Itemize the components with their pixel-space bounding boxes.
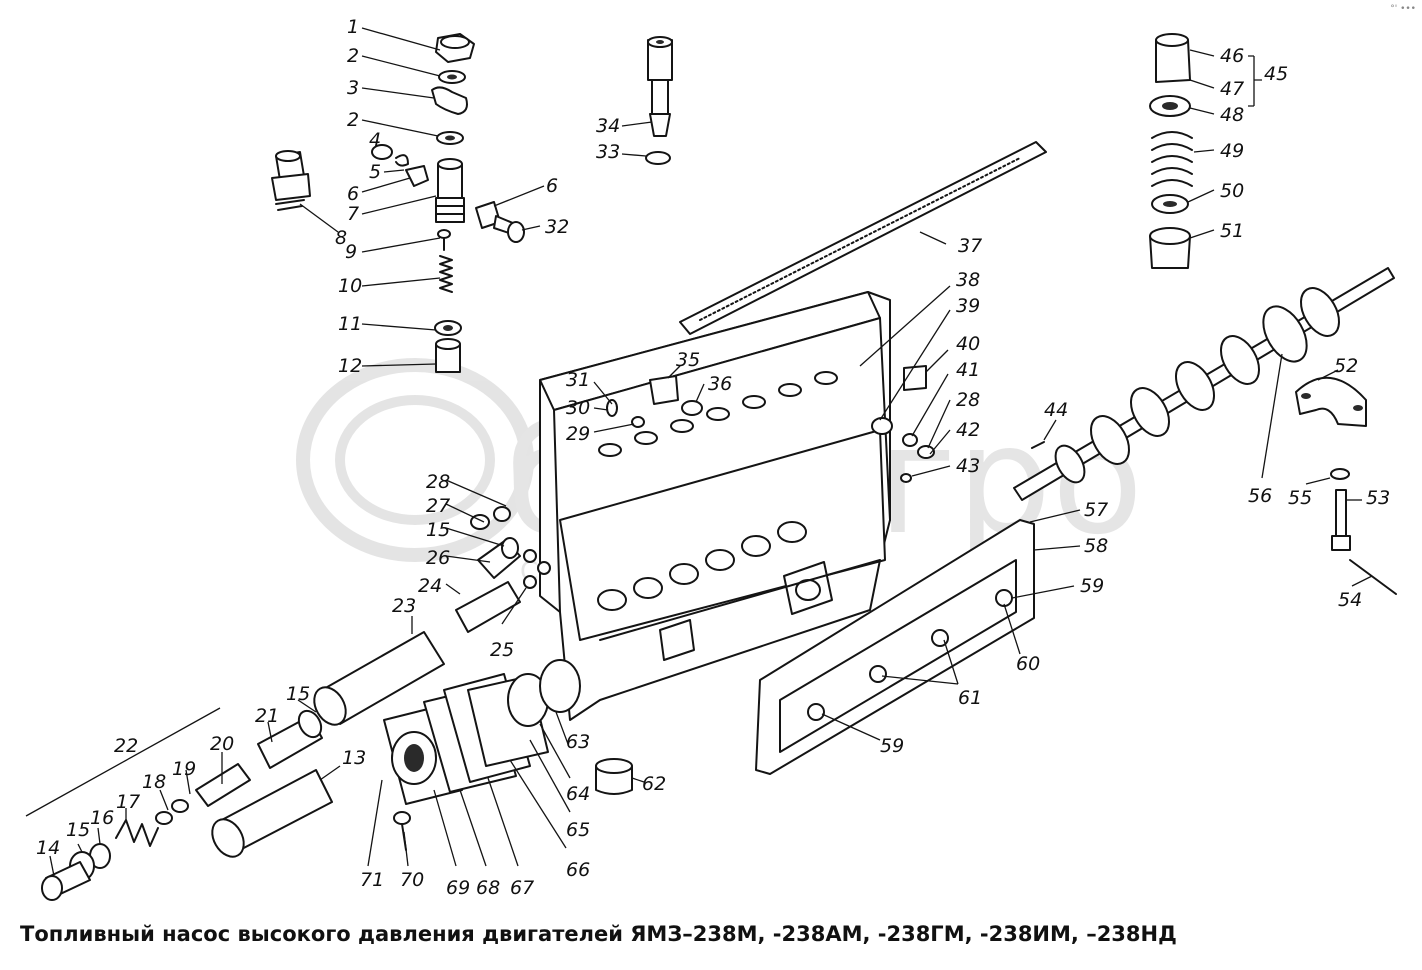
callout-63: 63	[566, 731, 590, 753]
callout-2: 2	[347, 109, 359, 131]
figure-caption: Топливный насос высокого давления двигат…	[20, 922, 1177, 946]
callout-10: 10	[338, 275, 362, 297]
callout-15: 15	[426, 519, 450, 541]
callout-27: 27	[426, 495, 450, 517]
flange-stack	[383, 659, 633, 851]
callout-36: 36	[708, 373, 732, 395]
plate-and-screw	[475, 201, 525, 243]
fitting-part	[271, 150, 311, 211]
callout-15: 15	[66, 819, 90, 841]
callout-69: 69	[446, 877, 470, 899]
camshaft	[1013, 267, 1395, 501]
callout-64: 64	[566, 783, 590, 805]
callout-62: 62	[642, 773, 666, 795]
callout-53: 53	[1366, 487, 1390, 509]
callout-39: 39	[956, 295, 980, 317]
callout-59: 59	[1080, 575, 1104, 597]
callout-59: 59	[880, 735, 904, 757]
callout-57: 57	[1084, 499, 1108, 521]
callout-15: 15	[286, 683, 310, 705]
delivery-valve-stack	[371, 33, 475, 373]
callout-71: 71	[360, 869, 384, 891]
callout-52: 52	[1334, 355, 1358, 377]
callout-21: 21	[255, 705, 279, 727]
callout-23: 23	[392, 595, 416, 617]
callout-13: 13	[342, 747, 366, 769]
callout-44: 44	[1044, 399, 1068, 421]
small-fittings	[606, 365, 1045, 483]
callout-33: 33	[596, 141, 620, 163]
callout-60: 60	[1016, 653, 1040, 675]
callout-46: 46	[1220, 45, 1244, 67]
callout-25: 25	[490, 639, 514, 661]
callout-54: 54	[1338, 589, 1362, 611]
callout-5: 5	[369, 161, 381, 183]
callout-40: 40	[956, 333, 980, 355]
callout-49: 49	[1220, 140, 1244, 162]
callout-48: 48	[1220, 104, 1244, 126]
callout-24: 24	[418, 575, 442, 597]
leader-lines	[25, 27, 1373, 877]
callout-28: 28	[426, 471, 450, 493]
callout-30: 30	[566, 397, 590, 419]
callout-31: 31	[566, 369, 590, 391]
callout-19: 19	[172, 758, 196, 780]
callout-12: 12	[338, 355, 362, 377]
callout-2: 2	[347, 45, 359, 67]
callout-45: 45	[1264, 63, 1288, 85]
callout-26: 26	[426, 547, 450, 569]
callout-43: 43	[956, 455, 980, 477]
callout-56: 56	[1248, 485, 1272, 507]
callout-6: 6	[347, 183, 359, 205]
callout-55: 55	[1288, 487, 1312, 509]
callout-47: 47	[1220, 78, 1244, 100]
callout-labels: 1232456789101112632313029282715262423251…	[36, 16, 1390, 899]
callout-29: 29	[566, 423, 590, 445]
callout-18: 18	[142, 771, 166, 793]
callout-58: 58	[1084, 535, 1108, 557]
callout-3: 3	[347, 77, 359, 99]
pipe-fittings	[41, 506, 551, 901]
callout-14: 14	[36, 837, 60, 859]
callout-6: 6	[546, 175, 558, 197]
callout-38: 38	[956, 269, 980, 291]
callout-8: 8	[335, 227, 347, 249]
callout-42: 42	[956, 419, 980, 441]
callout-61: 61	[958, 687, 982, 709]
callout-34: 34	[596, 115, 620, 137]
callout-22: 22	[114, 735, 138, 757]
callout-65: 65	[566, 819, 590, 841]
corner-mark: °' •••	[1390, 4, 1416, 14]
callout-9: 9	[345, 241, 357, 263]
bearing-cap	[1295, 376, 1397, 595]
callout-67: 67	[510, 877, 534, 899]
callout-51: 51	[1220, 220, 1244, 242]
callout-41: 41	[956, 359, 980, 381]
callout-20: 20	[210, 733, 234, 755]
callout-7: 7	[347, 203, 359, 225]
callout-17: 17	[116, 791, 140, 813]
callout-35: 35	[676, 349, 700, 371]
spring-stack	[1149, 33, 1193, 269]
callout-70: 70	[400, 869, 424, 891]
callout-28: 28	[956, 389, 980, 411]
callout-16: 16	[90, 807, 114, 829]
callout-11: 11	[338, 313, 362, 335]
control-rack	[679, 141, 1047, 335]
callout-68: 68	[476, 877, 500, 899]
callout-37: 37	[958, 235, 982, 257]
callout-50: 50	[1220, 180, 1244, 202]
callout-66: 66	[566, 859, 590, 881]
callout-4: 4	[369, 129, 381, 151]
callout-1: 1	[347, 16, 359, 38]
callout-32: 32	[545, 216, 569, 238]
pin-part	[645, 36, 673, 165]
